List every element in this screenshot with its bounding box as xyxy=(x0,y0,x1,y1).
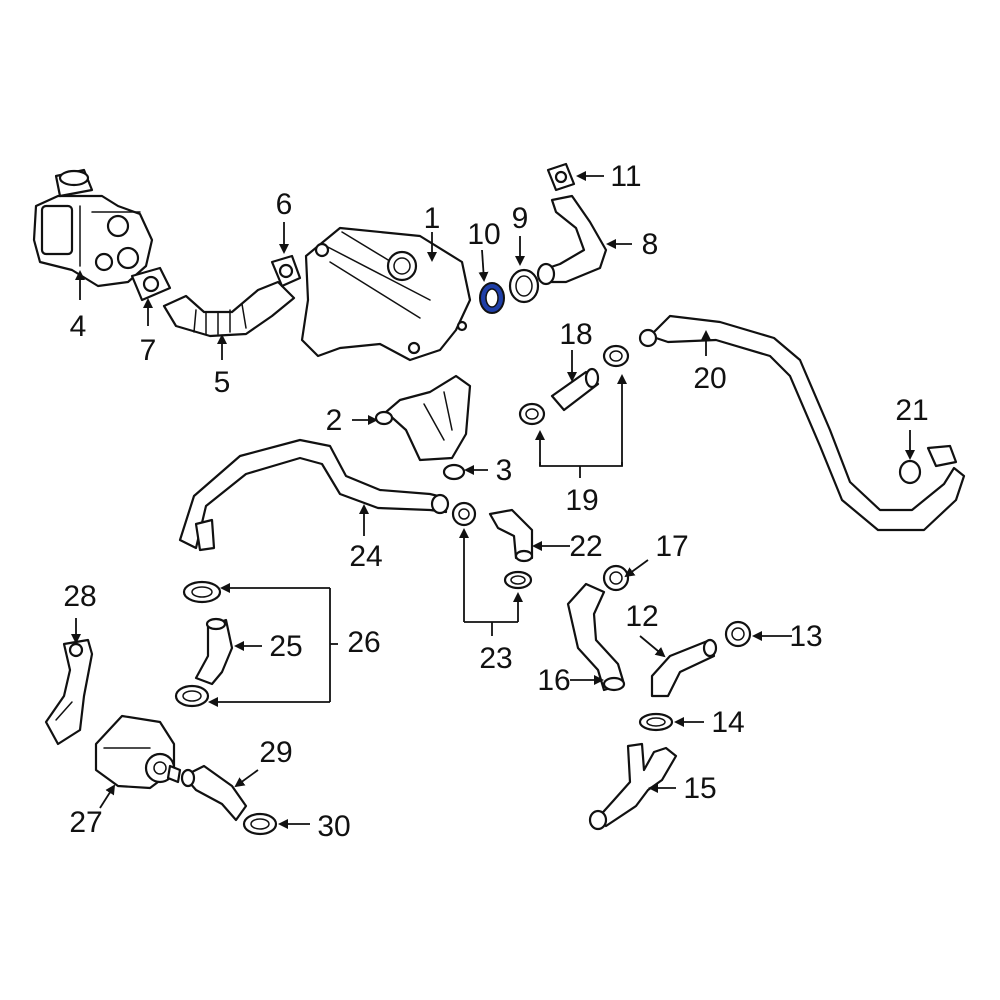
callout-8: 8 xyxy=(642,228,659,261)
part-28-bracket[interactable] xyxy=(44,638,94,746)
callout-4: 4 xyxy=(70,310,87,343)
part-10-clamp[interactable] xyxy=(479,282,505,314)
part-29-hose[interactable] xyxy=(180,764,248,822)
part-21-o-ring[interactable] xyxy=(898,459,922,485)
callout-19: 19 xyxy=(565,484,598,517)
callout-23: 23 xyxy=(479,642,512,675)
callout-27: 27 xyxy=(69,806,102,839)
part-1-egr-cooler[interactable] xyxy=(300,226,472,362)
callout-13: 13 xyxy=(789,620,822,653)
callout-17: 17 xyxy=(655,530,688,563)
part-20-coolant-pipe[interactable] xyxy=(638,314,966,532)
callout-10: 10 xyxy=(467,218,500,251)
callout-11: 11 xyxy=(610,160,641,193)
callout-28: 28 xyxy=(63,580,96,613)
callout-2: 2 xyxy=(326,404,343,437)
part-23-clamp-top[interactable] xyxy=(451,501,477,527)
part-19-clamp-right[interactable] xyxy=(602,344,630,368)
callout-30: 30 xyxy=(317,810,350,843)
callout-22: 22 xyxy=(569,530,602,563)
part-6-gasket[interactable] xyxy=(270,254,302,288)
callout-24: 24 xyxy=(349,540,382,573)
part-7-gasket[interactable] xyxy=(130,266,172,302)
part-13-clamp[interactable] xyxy=(724,620,752,648)
callout-18: 18 xyxy=(559,318,592,351)
part-17-clamp[interactable] xyxy=(602,564,630,592)
part-19-clamp-left[interactable] xyxy=(518,402,546,426)
callout-9: 9 xyxy=(512,202,529,235)
part-11-gasket[interactable] xyxy=(546,162,576,192)
part-18-hose[interactable] xyxy=(550,367,600,412)
part-22-hose[interactable] xyxy=(488,508,534,563)
part-9-clamp[interactable] xyxy=(508,268,540,304)
part-12-hose[interactable] xyxy=(650,638,718,698)
part-3-o-ring[interactable] xyxy=(442,463,466,481)
callout-16: 16 xyxy=(537,664,570,697)
callout-15: 15 xyxy=(683,772,716,805)
callout-25: 25 xyxy=(269,630,302,663)
part-30-clamp[interactable] xyxy=(242,812,278,836)
part-14-clamp[interactable] xyxy=(638,712,674,732)
callout-1: 1 xyxy=(424,202,441,235)
part-27-water-pump[interactable] xyxy=(94,714,182,790)
part-16-hose[interactable] xyxy=(566,582,626,692)
callout-21: 21 xyxy=(895,394,928,427)
part-25-hose[interactable] xyxy=(194,617,234,686)
part-26-clamp-bottom[interactable] xyxy=(174,684,210,708)
part-5-egr-pipe[interactable] xyxy=(162,280,296,338)
part-2-bracket[interactable] xyxy=(374,374,472,462)
leader-lines xyxy=(71,171,915,829)
callout-29: 29 xyxy=(259,736,292,769)
callout-26: 26 xyxy=(347,626,380,659)
callout-labels: 1 2 3 4 5 6 7 8 9 10 11 12 13 14 15 16 1… xyxy=(63,160,928,843)
callout-12: 12 xyxy=(625,600,658,633)
callout-6: 6 xyxy=(276,188,293,221)
part-23-clamp-bottom[interactable] xyxy=(503,570,533,590)
part-26-clamp-top[interactable] xyxy=(182,580,222,604)
part-8-pipe[interactable] xyxy=(536,194,608,286)
part-24-coolant-pipe[interactable] xyxy=(178,438,450,552)
part-4-egr-valve[interactable] xyxy=(32,168,154,288)
callout-14: 14 xyxy=(711,706,744,739)
callout-3: 3 xyxy=(496,454,513,487)
part-15-connector[interactable] xyxy=(588,742,678,831)
callout-7: 7 xyxy=(140,334,157,367)
callout-5: 5 xyxy=(214,366,231,399)
callout-20: 20 xyxy=(693,362,726,395)
